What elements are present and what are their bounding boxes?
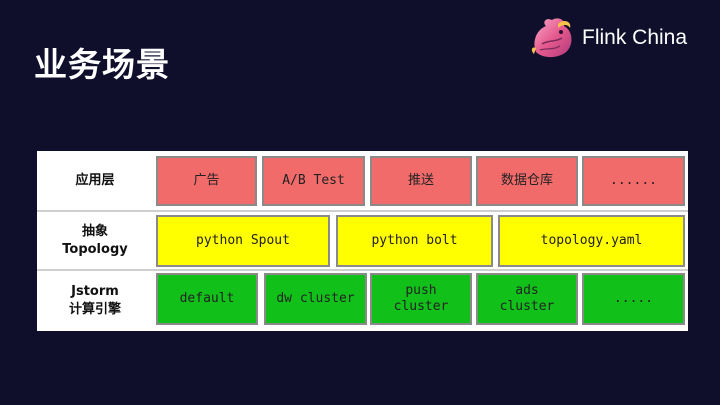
jstorm-cell-more: .....	[582, 273, 685, 325]
jstorm-cell-dw-cluster: dw cluster	[264, 273, 367, 325]
topology-cell-bolt: python bolt	[336, 215, 493, 267]
page-title: 业务场景	[34, 45, 170, 84]
row-label-jstorm: Jstorm 计算引擎	[68, 284, 121, 317]
app-cell-ads: 广告	[156, 156, 257, 206]
logo-text: Flink China	[582, 26, 688, 49]
row-label-application: 应用层	[75, 173, 115, 189]
app-cell-more: ......	[582, 156, 685, 206]
jstorm-cell-push-cluster: push cluster	[370, 273, 472, 325]
row-separator	[37, 269, 688, 271]
jstorm-cell-default: default	[156, 273, 258, 325]
app-cell-push: 推送	[370, 156, 472, 206]
app-cell-dw: 数据仓库	[476, 156, 578, 206]
architecture-panel: 应用层 广告 A/B Test 推送 数据仓库 ...... 抽象 Topolo…	[37, 151, 688, 331]
row-label-topology: 抽象 Topology	[62, 224, 128, 257]
logo: Flink China	[528, 14, 687, 62]
row-separator	[37, 210, 688, 212]
jstorm-cell-ads-cluster: ads cluster	[476, 273, 578, 325]
app-cell-abtest: A/B Test	[262, 156, 365, 206]
topology-cell-spout: python Spout	[156, 215, 330, 267]
topology-cell-yaml: topology.yaml	[498, 215, 685, 267]
flink-squirrel-icon	[531, 18, 572, 58]
